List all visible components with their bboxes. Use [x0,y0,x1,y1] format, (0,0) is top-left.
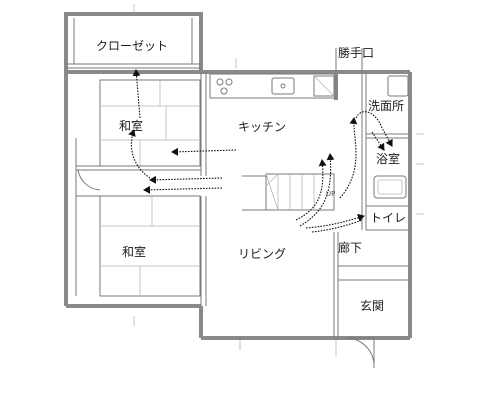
room-label-bath: 浴室 [376,151,400,166]
flow-arrows [128,69,393,233]
room-label-closet: クローゼット [96,39,168,53]
room-label-washitsu-upper: 和室 [119,118,143,133]
room-labels: クローゼット 和室 和室 キッチン 勝手口 洗面所 浴室 リビング トイレ 廊下… [96,39,406,313]
room-label-washroom: 洗面所 [368,99,404,113]
room-label-living: リビング [238,247,286,261]
room-label-kitchen: キッチン [238,120,286,134]
walls [64,12,412,340]
room-label-entrance: 玄関 [360,298,384,313]
room-label-back-door: 勝手口 [338,45,374,60]
room-label-toilet: トイレ [370,211,406,225]
room-label-washitsu-lower: 和室 [122,244,146,259]
interior-lines [66,4,424,368]
room-label-hallway: 廊下 [338,240,362,255]
stairs-up-label: UP [326,190,335,198]
